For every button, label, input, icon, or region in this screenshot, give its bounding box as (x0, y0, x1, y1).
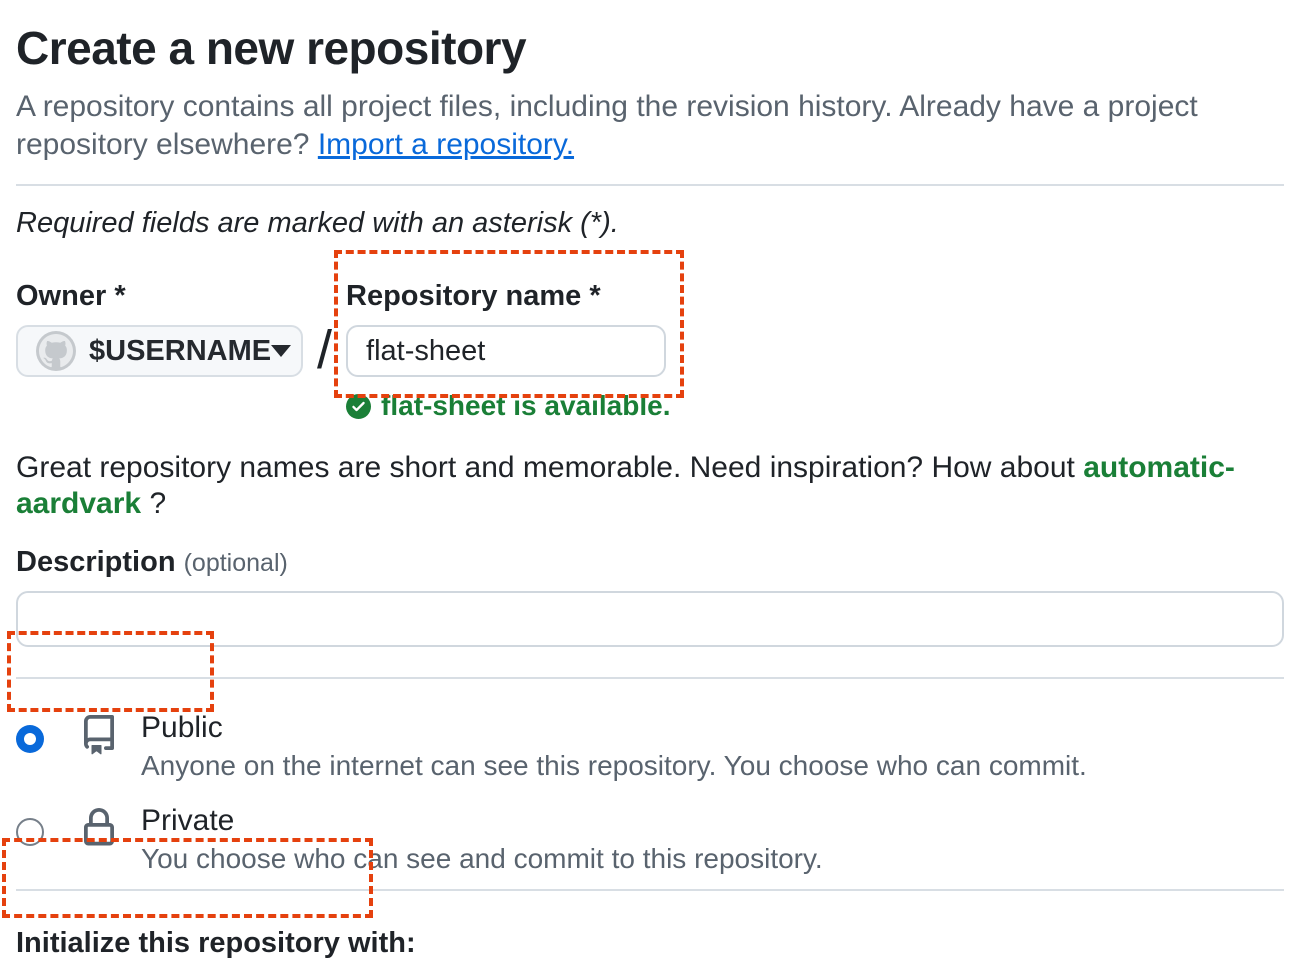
private-radio[interactable] (16, 818, 44, 847)
repo-required-asterisk: * (589, 280, 601, 313)
owner-label: Owner * (16, 280, 126, 313)
chevron-down-icon (271, 345, 292, 358)
public-option-row: Public Anyone on the internet can see th… (16, 712, 1284, 781)
repository-name-field: Repository name * flat-sheet is availabl… (346, 282, 670, 422)
public-label[interactable]: Public (141, 711, 223, 745)
public-option-text: Public Anyone on the internet can see th… (141, 712, 1087, 781)
public-description: Anyone on the internet can see this repo… (141, 750, 1087, 782)
owner-repo-slash: / (317, 320, 333, 381)
repository-name-label: Repository name * (346, 280, 601, 313)
page-title: Create a new repository (16, 22, 527, 74)
description-label: Description (optional) (16, 546, 288, 579)
owner-field: Owner * $USERNAME (16, 280, 303, 378)
intro-text: A repository contains all project files,… (16, 90, 1198, 162)
private-option-text: Private You choose who can see and commi… (141, 805, 823, 874)
availability-text: flat-sheet is available. (381, 390, 671, 422)
availability-message: flat-sheet is available. (346, 390, 670, 422)
required-fields-note: Required fields are marked with an aster… (16, 207, 619, 240)
description-input[interactable] (16, 591, 1284, 648)
description-field: Description (optional) (16, 546, 1284, 648)
import-repository-link[interactable]: Import a repository. (317, 128, 575, 162)
description-optional-note: (optional) (183, 549, 288, 578)
private-description: You choose who can see and commit to thi… (141, 843, 823, 875)
private-option-row: Private You choose who can see and commi… (16, 805, 1284, 874)
owner-name-value: $USERNAME (89, 334, 272, 367)
github-mark-icon (39, 334, 73, 368)
owner-select-button[interactable]: $USERNAME (16, 325, 303, 378)
public-radio[interactable] (16, 725, 44, 754)
repository-name-input[interactable] (346, 325, 667, 378)
suggestion-question-mark: ? (141, 487, 167, 521)
owner-avatar (36, 331, 76, 372)
initialize-heading: Initialize this repository with: (16, 927, 416, 960)
divider-description (16, 677, 1284, 680)
divider-visibility (16, 889, 1284, 892)
owner-required-asterisk: * (114, 280, 126, 313)
repo-book-icon (79, 714, 119, 761)
owner-repo-row: Owner * $USERNAME / Repository name * fl… (16, 282, 1284, 422)
divider-top (16, 184, 1284, 187)
lock-icon (79, 807, 119, 854)
intro-paragraph: A repository contains all project files,… (16, 88, 1284, 164)
name-suggestion-line: Great repository names are short and mem… (16, 451, 1235, 521)
check-circle-icon (346, 393, 372, 419)
suggested-name-link[interactable]: automatic-aardvark (16, 451, 1235, 521)
private-label[interactable]: Private (141, 804, 235, 838)
